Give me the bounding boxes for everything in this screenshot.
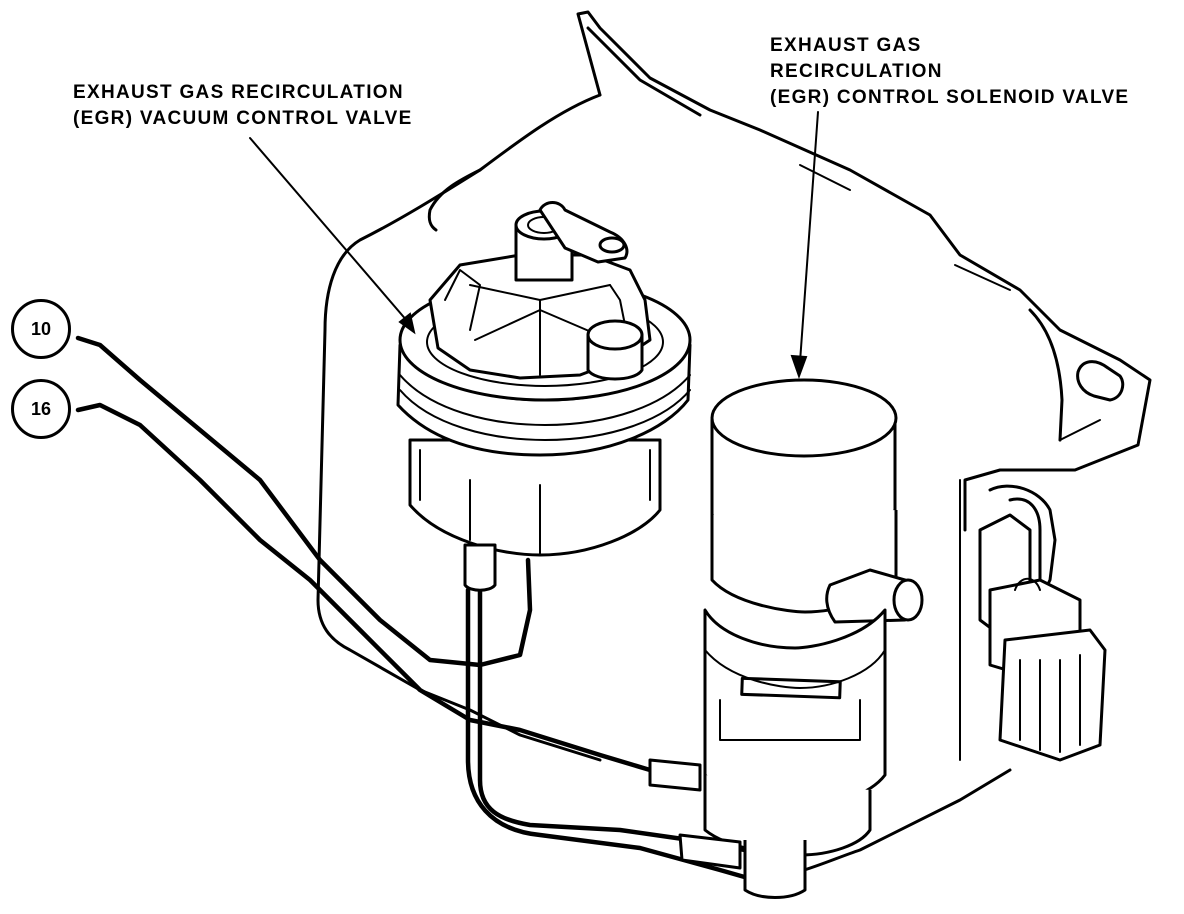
- hose-callout-16: 16: [11, 379, 71, 439]
- wire-connector: [978, 484, 1107, 762]
- vacuum-hoses: [75, 335, 758, 883]
- solenoid-valve-label-line2: RECIRCULATION: [770, 61, 943, 82]
- hose-callout-10: 10: [11, 299, 71, 359]
- egr-control-solenoid-valve: [648, 378, 924, 899]
- vacuum-valve-label-line1: EXHAUST GAS RECIRCULATION: [73, 82, 404, 103]
- egr-control-solenoid-valve-label: EXHAUST GAS RECIRCULATION (EGR) CONTROL …: [770, 33, 1129, 111]
- vacuum-valve-label-line2: (EGR) VACUUM CONTROL VALVE: [73, 108, 413, 129]
- egr-vacuum-control-valve-label: EXHAUST GAS RECIRCULATION (EGR) VACUUM C…: [73, 80, 413, 132]
- solenoid-valve-label-line3: (EGR) CONTROL SOLENOID VALVE: [770, 87, 1130, 108]
- egr-vacuum-control-valve: [396, 201, 692, 592]
- solenoid-valve-label-line1: EXHAUST GAS: [770, 35, 922, 56]
- mounting-bracket: [316, 10, 1152, 882]
- label-leader-arrows: [249, 111, 819, 379]
